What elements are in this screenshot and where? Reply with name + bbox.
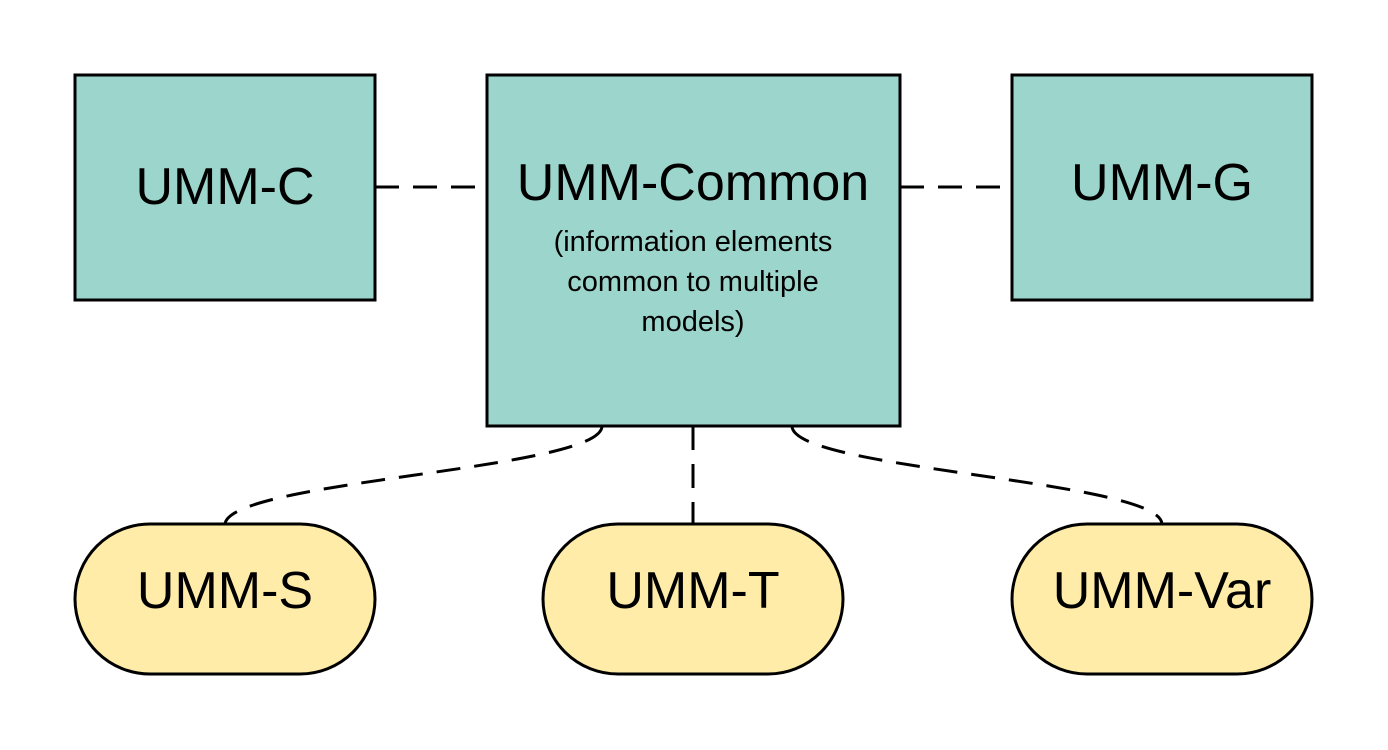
umm-t-box — [541, 522, 845, 676]
node-umm-t: UMM-T — [541, 522, 845, 676]
connector-common-to-umm-var — [790, 425, 1164, 525]
node-umm-g: UMM-G — [1010, 73, 1314, 302]
umm-g-box — [1010, 73, 1314, 302]
umm-common-description-line-3: models) — [641, 306, 744, 338]
umm-common-description-line-1: (information elements — [554, 226, 833, 258]
umm-g-label: UMM-G — [1071, 154, 1253, 212]
umm-var-box — [1010, 522, 1314, 676]
umm-s-box — [73, 522, 377, 676]
umm-common-box — [485, 73, 902, 428]
node-umm-common: UMM-Common (information elements common … — [485, 73, 902, 428]
umm-common-description-line-2: common to multiple — [567, 266, 818, 298]
umm-c-box — [73, 73, 377, 302]
node-umm-s: UMM-S — [73, 522, 377, 676]
node-umm-var: UMM-Var — [1010, 522, 1314, 676]
umm-s-label: UMM-S — [137, 562, 313, 620]
connector-common-to-umm-s — [223, 425, 604, 525]
umm-c-label: UMM-C — [135, 158, 314, 216]
umm-common-label: UMM-Common — [517, 154, 869, 212]
connectors — [223, 185, 1164, 525]
node-umm-c: UMM-C — [73, 73, 377, 302]
umm-var-label: UMM-Var — [1053, 562, 1272, 620]
umm-t-label: UMM-T — [606, 562, 779, 620]
